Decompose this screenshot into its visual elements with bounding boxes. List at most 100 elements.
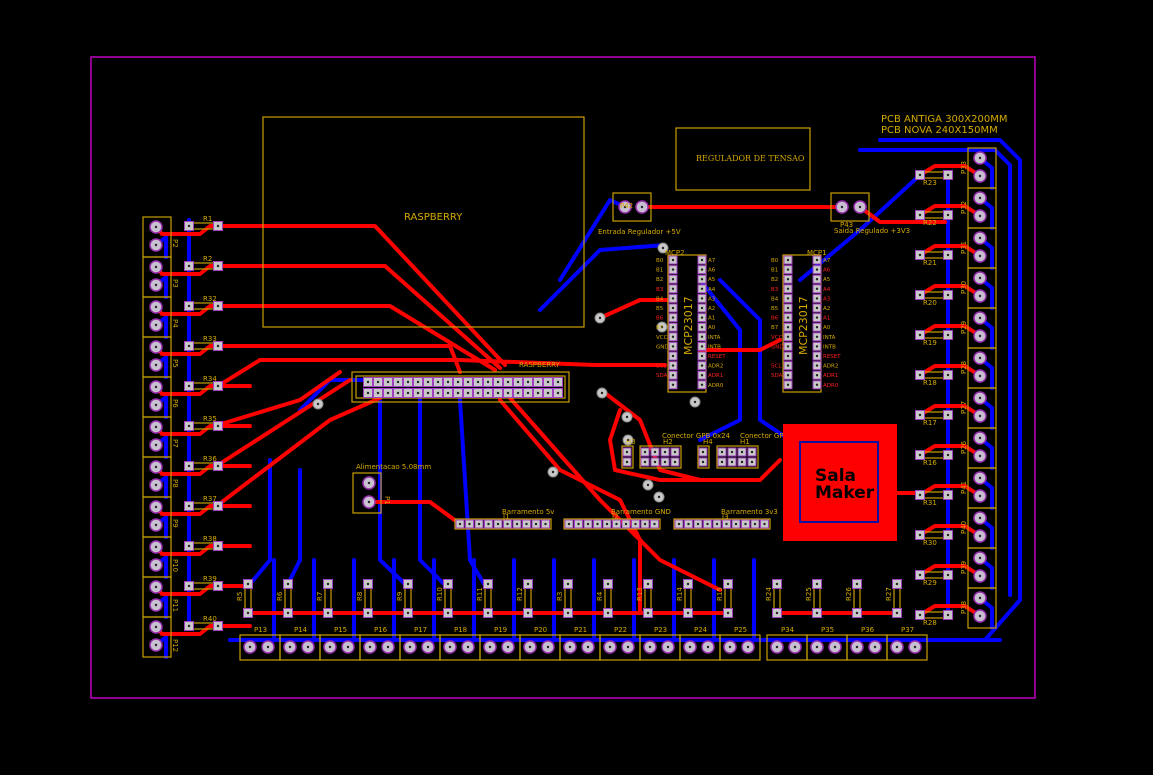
pad-drill xyxy=(556,380,560,384)
pad-drill xyxy=(978,494,982,498)
pad-drill xyxy=(978,196,982,200)
pad-drill xyxy=(187,384,191,388)
pad-drill xyxy=(446,380,450,384)
pad-drill xyxy=(978,174,982,178)
pad-drill xyxy=(216,264,220,268)
pad-drill xyxy=(918,213,922,217)
pad-drill xyxy=(671,306,675,310)
trace-left-6 xyxy=(154,464,252,476)
pad-drill xyxy=(701,460,705,464)
logo-text-line1: Sala xyxy=(815,466,856,486)
p1-label: Alimentacao 5.08mm xyxy=(356,463,431,471)
pad-drill xyxy=(646,611,650,615)
pad-drill xyxy=(720,450,724,454)
pad-drill xyxy=(306,645,310,649)
pad-drill xyxy=(476,380,480,384)
pad-drill xyxy=(978,334,982,338)
pad-drill xyxy=(466,391,470,395)
trace-right-2 xyxy=(918,244,982,258)
pads-layer xyxy=(149,151,987,654)
pad-drill xyxy=(288,645,292,649)
resistor-r7 xyxy=(324,587,332,611)
trace-bottom-8 xyxy=(586,558,596,649)
resistor-label-r16: R16 xyxy=(923,459,937,467)
pad-drill xyxy=(753,522,757,526)
trace-mcp-bus-1 xyxy=(698,278,742,442)
via-drill xyxy=(660,325,664,329)
terminal-label-p14: P14 xyxy=(294,626,308,634)
pad-drill xyxy=(918,413,922,417)
pad-drill xyxy=(700,354,704,358)
pad-drill xyxy=(840,205,844,209)
trace-p42-bot xyxy=(558,198,627,282)
j2-ref: J2 xyxy=(611,513,619,521)
pad-drill xyxy=(671,268,675,271)
ic-pin-label: B6 xyxy=(771,316,779,322)
trace-r33 xyxy=(216,344,462,374)
ic-pin-label: SDA xyxy=(656,373,668,379)
resistor-r8 xyxy=(364,587,372,611)
via-drill xyxy=(598,316,602,320)
pad-drill xyxy=(640,205,644,209)
resistor-r24 xyxy=(773,587,781,611)
pad-drill xyxy=(446,582,450,586)
terminal-label-p4: P4 xyxy=(171,319,179,328)
resistor-r11 xyxy=(484,587,492,611)
board-outline xyxy=(90,56,1036,699)
ic-pin-label: B1 xyxy=(656,268,663,274)
pad-drill xyxy=(187,464,191,468)
pad-drill xyxy=(978,534,982,538)
pad-drill xyxy=(416,380,420,384)
pad-drill xyxy=(448,645,452,649)
pad-drill xyxy=(855,582,859,586)
pad-drill xyxy=(536,380,540,384)
pad-drill xyxy=(666,645,670,649)
pad-drill xyxy=(744,522,747,526)
pad-drill xyxy=(496,391,500,395)
pad-drill xyxy=(978,516,982,520)
j1-label: Barramento 5v xyxy=(502,508,554,516)
pad-drill xyxy=(688,645,692,649)
pad-drill xyxy=(978,214,982,218)
pad-drill xyxy=(946,613,950,617)
pad-drill xyxy=(154,363,158,367)
trace-r32 xyxy=(216,304,497,372)
terminal-label-p9: P9 xyxy=(171,519,179,528)
sala-maker-logo: Sala Maker xyxy=(783,424,897,541)
resistor-label-r5: R5 xyxy=(236,592,244,601)
resistor-r6 xyxy=(284,587,292,611)
trace-power-in xyxy=(367,500,462,526)
pad-drill xyxy=(486,611,490,615)
header-outline xyxy=(697,445,710,469)
p43-outline xyxy=(830,192,870,222)
pad-drill xyxy=(700,306,704,310)
pad-drill xyxy=(396,380,400,384)
pad-drill xyxy=(623,205,627,209)
pad-drill xyxy=(566,611,570,615)
pad-drill xyxy=(815,345,819,348)
pad-drill xyxy=(216,424,220,428)
pad-drill xyxy=(815,278,819,281)
trace-connector-b xyxy=(608,408,722,482)
pad-drill xyxy=(978,574,982,578)
pad-drill xyxy=(506,380,510,384)
pad-drill xyxy=(978,614,982,618)
h1-label: Conector GPA 0x24 xyxy=(740,432,808,440)
regulator-area-outline xyxy=(675,127,811,191)
j3-label: Barramento 3v3 xyxy=(721,508,778,516)
pad-drill xyxy=(406,582,410,586)
pad-drill xyxy=(446,391,450,395)
ic-pin-label: B5 xyxy=(771,306,779,312)
pad-drill xyxy=(978,374,982,378)
trace-right-9 xyxy=(918,524,982,538)
ic-pin-label: A7 xyxy=(708,258,716,264)
pad-drill xyxy=(786,268,790,271)
pad-drill xyxy=(154,385,158,389)
pad-drill xyxy=(786,345,790,348)
pad-drill xyxy=(946,333,950,337)
trace-r34 xyxy=(216,358,667,388)
ic-pin-label: A6 xyxy=(708,268,716,274)
terminal-block-p37 xyxy=(886,634,928,661)
ic-pin-label: A3 xyxy=(708,296,716,302)
resistor-r3 xyxy=(564,587,572,611)
